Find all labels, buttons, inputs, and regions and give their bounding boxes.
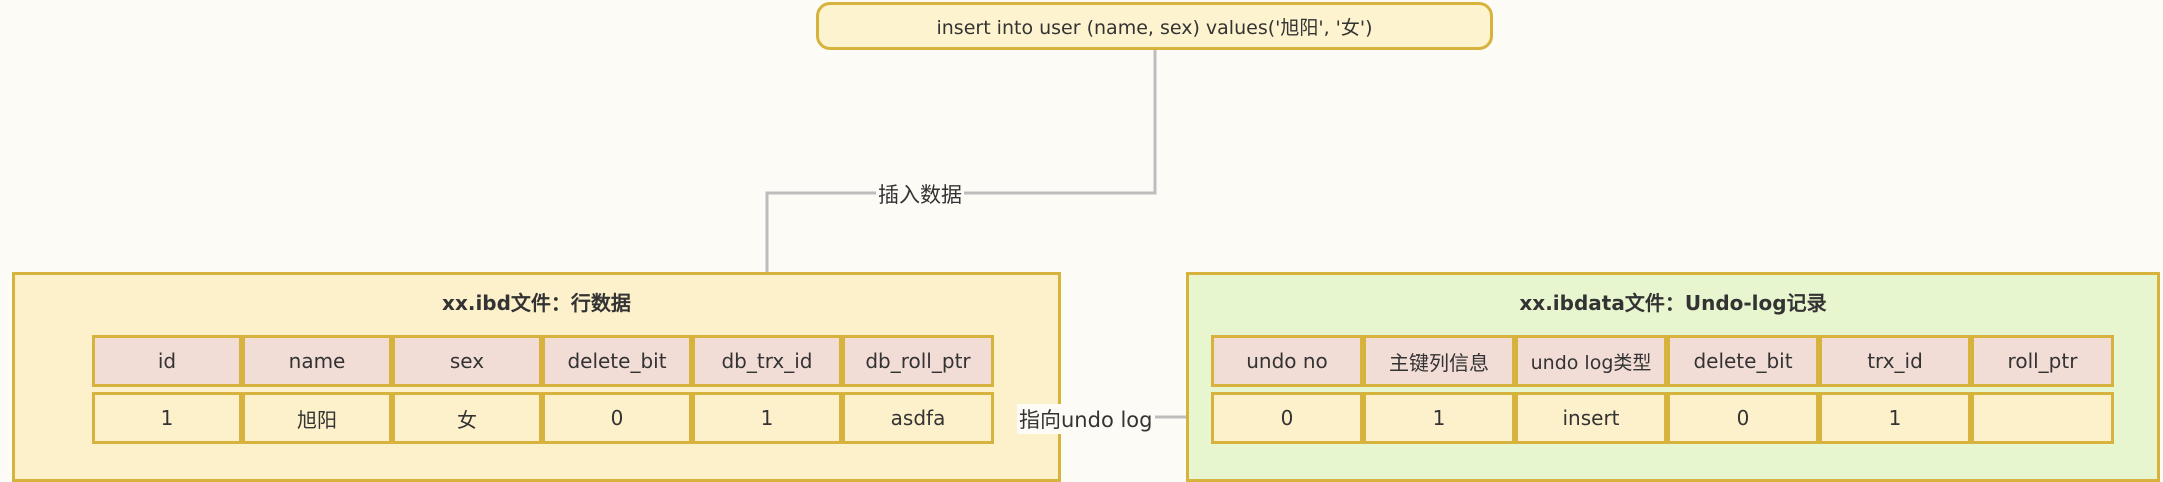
ibd-header-sex: sex (392, 335, 542, 387)
sql-statement-text: insert into user (name, sex) values('旭阳'… (936, 16, 1373, 39)
ibdata-header-delete-bit: delete_bit (1667, 335, 1819, 387)
ibdata-header-roll-ptr: roll_ptr (1971, 335, 2114, 387)
ibd-value-db-trx-id: 1 (692, 392, 842, 444)
ibdata-value-roll-ptr (1971, 392, 2114, 444)
ibd-header-name: name (242, 335, 392, 387)
ibd-value-sex: 女 (392, 392, 542, 444)
ibdata-value-trx-id: 1 (1819, 392, 1971, 444)
ibdata-value-primary-key-info: 1 (1363, 392, 1515, 444)
ibdata-header-undo-no: undo no (1211, 335, 1363, 387)
undo-log-pointer-label: 指向undo log (1017, 404, 1155, 434)
ibd-header-id: id (92, 335, 242, 387)
ibd-value-delete-bit: 0 (542, 392, 692, 444)
ibd-value-id: 1 (92, 392, 242, 444)
sql-statement-node: insert into user (name, sex) values('旭阳'… (816, 2, 1493, 50)
ibdata-value-delete-bit: 0 (1667, 392, 1819, 444)
ibdata-header-primary-key-info: 主键列信息 (1363, 335, 1515, 387)
ibd-panel-title: xx.ibd文件：行数据 (442, 291, 631, 315)
ibd-header-db-trx-id: db_trx_id (692, 335, 842, 387)
ibd-header-delete-bit: delete_bit (542, 335, 692, 387)
ibdata-value-undo-no: 0 (1211, 392, 1363, 444)
ibdata-header-undo-log-type: undo log类型 (1515, 335, 1667, 387)
ibdata-panel-title: xx.ibdata文件：Undo-log记录 (1519, 291, 1827, 315)
ibd-header-db-roll-ptr: db_roll_ptr (842, 335, 994, 387)
insert-data-label: 插入数据 (876, 179, 964, 209)
ibd-value-name: 旭阳 (242, 392, 392, 444)
ibdata-value-undo-log-type: insert (1515, 392, 1667, 444)
ibd-value-db-roll-ptr: asdfa (842, 392, 994, 444)
ibdata-header-trx-id: trx_id (1819, 335, 1971, 387)
